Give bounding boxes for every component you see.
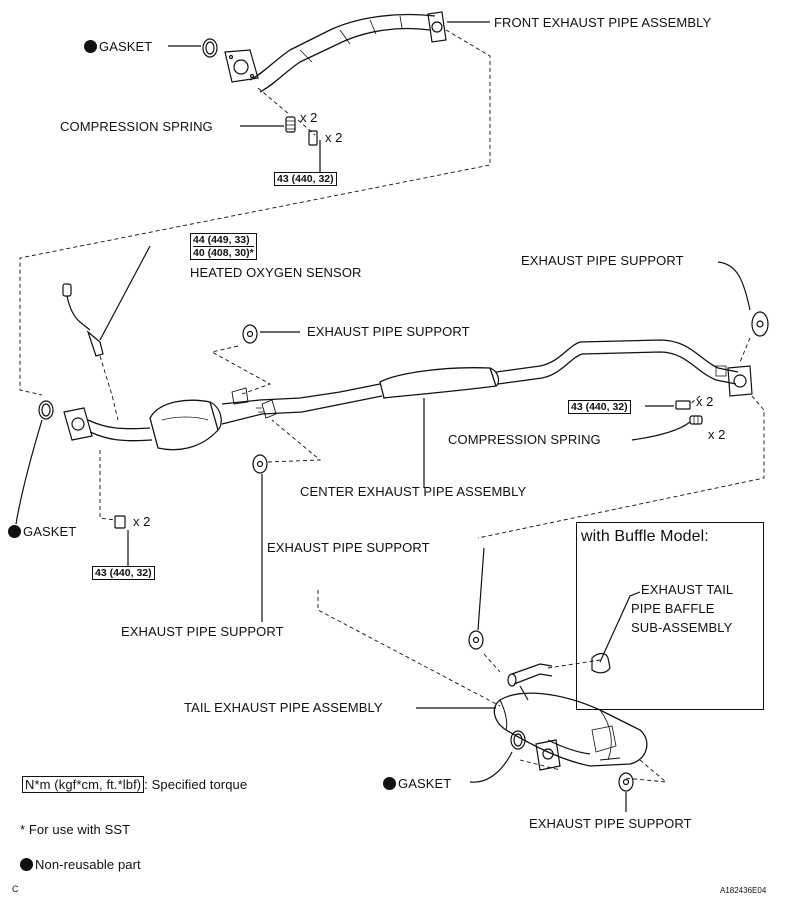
torque-sensor: 44 (449, 33) 40 (408, 30)* <box>190 233 257 260</box>
torque-sensor-1: 44 (449, 33) <box>193 234 254 247</box>
legend-sst-note: * For use with SST <box>20 822 131 837</box>
oxygen-sensor-part <box>62 245 151 421</box>
mult-right-spring: x 2 <box>708 427 726 442</box>
label-exhaust-pipe-support-bottom: EXHAUST PIPE SUPPORT <box>529 816 692 831</box>
gasket-left-text: GASKET <box>23 524 77 539</box>
right-spring-bolt <box>631 395 703 441</box>
non-reusable-dot-icon <box>84 40 97 53</box>
support-center-low <box>252 419 322 622</box>
tail-baffle-part <box>591 591 641 674</box>
legend-torque: N*m (kgf*cm, ft.*lbf): Specified torque <box>22 776 247 793</box>
gasket-bottom-part <box>469 730 526 783</box>
tail-exhaust-pipe <box>493 663 648 771</box>
buffle-model-box <box>576 522 764 710</box>
label-exhaust-pipe-support-mid: EXHAUST PIPE SUPPORT <box>267 540 430 555</box>
label-compression-spring-right: COMPRESSION SPRING <box>448 432 601 447</box>
torque-top: 43 (440, 32) <box>274 172 337 186</box>
gasket-top-part <box>168 38 218 58</box>
left-bolt <box>99 450 129 566</box>
corner-letter: C <box>12 884 19 894</box>
non-reusable-dot-icon <box>8 525 21 538</box>
label-exhaust-pipe-support-center: EXHAUST PIPE SUPPORT <box>307 324 470 339</box>
support-bottom <box>618 772 634 812</box>
label-baffle-line2: PIPE BAFFLE <box>631 601 715 616</box>
label-gasket-bottom: GASKET <box>383 776 451 791</box>
label-baffle-line1: EXHAUST TAIL <box>641 582 734 597</box>
label-tail-exhaust-pipe-assembly: TAIL EXHAUST PIPE ASSEMBLY <box>184 700 383 715</box>
torque-left: 43 (440, 32) <box>92 566 155 580</box>
top-spring-bolt <box>240 116 321 172</box>
left-gasket <box>15 400 54 525</box>
figure-code: A182436E04 <box>720 886 767 895</box>
support-center-top <box>210 324 300 395</box>
label-gasket-top: GASKET <box>84 39 152 54</box>
label-center-exhaust-pipe-assembly: CENTER EXHAUST PIPE ASSEMBLY <box>300 484 527 499</box>
mult-left-bolt: x 2 <box>133 514 151 529</box>
label-front-exhaust-pipe-assembly: FRONT EXHAUST PIPE ASSEMBLY <box>494 15 712 30</box>
legend-non-reusable-text: Non-reusable part <box>35 857 141 872</box>
mult-top-bolt: x 2 <box>325 130 343 145</box>
mult-top-spring: x 2 <box>300 110 318 125</box>
gasket-top-text: GASKET <box>99 39 153 54</box>
label-baffle-line3: SUB-ASSEMBLY <box>631 620 733 635</box>
torque-right: 43 (440, 32) <box>568 400 631 414</box>
label-with-buffle-model: with Buffle Model: <box>581 528 709 545</box>
right-dashed-guides <box>317 395 765 783</box>
label-exhaust-pipe-support-right-top: EXHAUST PIPE SUPPORT <box>521 253 684 268</box>
support-bottom-left <box>468 547 501 673</box>
torque-sensor-2: 40 (408, 30)* <box>193 247 254 259</box>
non-reusable-dot-icon <box>20 858 33 871</box>
mult-right-bolt: x 2 <box>696 394 714 409</box>
label-heated-oxygen-sensor: HEATED OXYGEN SENSOR <box>190 265 362 280</box>
legend-torque-unit: N*m (kgf*cm, ft.*lbf) <box>22 776 145 793</box>
support-right-top <box>717 261 769 363</box>
front-exhaust-pipe <box>224 11 447 93</box>
label-exhaust-pipe-support-lower-left: EXHAUST PIPE SUPPORT <box>121 624 284 639</box>
label-gasket-left: GASKET <box>8 524 76 539</box>
legend-non-reusable: Non-reusable part <box>20 857 141 872</box>
legend-torque-desc: : Specified torque <box>144 777 248 792</box>
center-exhaust-pipe <box>63 339 753 451</box>
top-dashed-guides <box>19 29 491 396</box>
non-reusable-dot-icon <box>383 777 396 790</box>
gasket-bottom-text: GASKET <box>398 776 452 791</box>
label-compression-spring-top: COMPRESSION SPRING <box>60 119 213 134</box>
